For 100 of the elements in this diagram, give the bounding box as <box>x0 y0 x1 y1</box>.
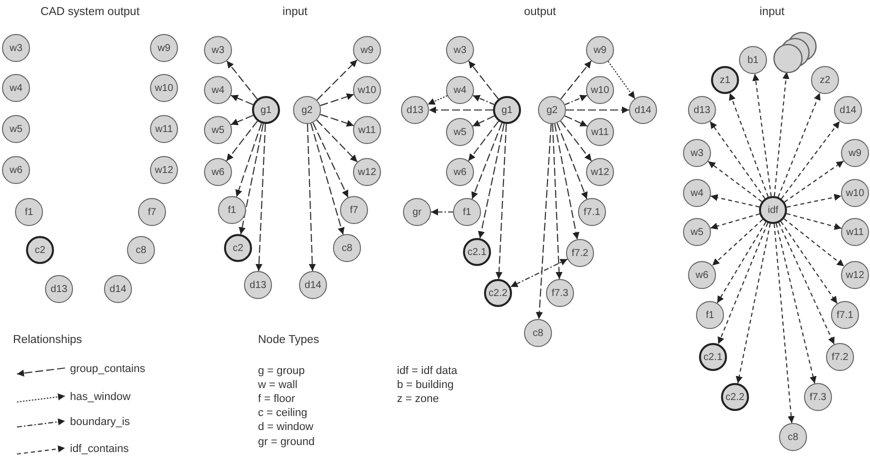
node-circle: f1 <box>218 196 246 224</box>
node-circle: f7.3 <box>546 279 574 307</box>
node-circle: w9 <box>841 139 869 167</box>
node-type-key: b = building <box>397 379 454 391</box>
node-circle: c2 <box>26 236 54 264</box>
group-contains-arrow <box>306 124 316 272</box>
group-contains-arrow <box>320 114 354 127</box>
node-circle: w3 <box>204 36 232 64</box>
node-circle: b1 <box>739 46 767 74</box>
node-circle: f1 <box>453 198 481 226</box>
node-circle: c2.2 <box>484 279 512 307</box>
group-contains-arrow <box>554 124 580 240</box>
node-circle: g2 <box>538 96 566 124</box>
group-contains-arrow <box>478 124 505 238</box>
idf-contains-arrow <box>774 72 790 196</box>
legend-text: group_contains <box>70 363 146 375</box>
group-contains-arrow <box>230 94 254 106</box>
node-circle: d14 <box>834 96 862 124</box>
group-contains-arrow <box>471 122 502 200</box>
node-circle: w4 <box>204 76 232 104</box>
node-circle: c8 <box>524 319 552 347</box>
idf-contains-arrow <box>780 221 838 304</box>
node-circle: w11 <box>353 116 381 144</box>
stacked-circles-node <box>773 31 818 74</box>
group-contains-arrow <box>496 124 507 280</box>
idf-contains-arrow <box>718 222 768 344</box>
group-contains-arrow <box>316 60 358 100</box>
node-circle: c8 <box>779 423 807 451</box>
idf-contains-arrow <box>710 121 766 199</box>
node-circle: f7 <box>138 198 166 226</box>
panel-title: input <box>760 6 784 18</box>
node-circle: w12 <box>586 158 614 186</box>
node-circle: w3 <box>446 36 474 64</box>
node-circle: f7.1 <box>831 301 859 329</box>
group-contains-arrow <box>560 60 592 100</box>
node-circle: w11 <box>841 218 869 246</box>
node-circle: w5 <box>2 115 30 143</box>
node-circle: d14 <box>629 96 657 124</box>
has-window-arrow <box>428 95 448 105</box>
node-type-key: c = ceiling <box>258 407 308 419</box>
group-contains-arrow <box>468 60 499 100</box>
node-circle: w3 <box>683 139 711 167</box>
node-circle: w4 <box>2 74 30 102</box>
node-circle: g1 <box>493 96 521 124</box>
node-circle: c2.1 <box>463 238 491 266</box>
node-circle: w10 <box>150 74 178 102</box>
node-type-key: f = floor <box>258 393 295 405</box>
node-circle: d13 <box>401 96 429 124</box>
node-circle: c2 <box>224 234 252 262</box>
idf-contains-arrow <box>786 194 842 208</box>
group-contains-arrow <box>472 115 495 127</box>
node-circle: w11 <box>586 118 614 146</box>
group-contains-arrow <box>310 123 345 235</box>
group-contains-arrow <box>556 122 588 200</box>
node-type-key: d = window <box>258 421 314 433</box>
group-contains-arrow <box>552 124 563 280</box>
group-contains-arrow <box>235 123 262 197</box>
node-circle: f7.1 <box>578 198 606 226</box>
node-type-key: idf = idf data <box>397 365 458 377</box>
panel-title: input <box>282 6 308 18</box>
legend-text: has_window <box>70 391 131 403</box>
idf-contains-arrow <box>774 224 795 424</box>
node-circle: f7.2 <box>826 343 854 371</box>
node-circle: idf <box>759 196 787 224</box>
node-circle: w5 <box>683 218 711 246</box>
node-circle: w12 <box>353 158 381 186</box>
group-contains-arrow <box>316 120 358 162</box>
idf-contains-arrow <box>736 224 771 384</box>
idf-contains-arrow <box>780 120 840 200</box>
boundary-is-arrow <box>564 94 588 106</box>
node-circle: gr <box>403 198 431 226</box>
group-contains-arrow <box>226 120 258 162</box>
idf-contains-arrow <box>716 222 766 304</box>
legend-text: boundary_is <box>70 416 130 428</box>
node-circle: w12 <box>841 261 869 289</box>
group-contains-arrow <box>536 124 552 320</box>
group-contains-arrow <box>566 106 629 114</box>
node-circle: w5 <box>204 116 232 144</box>
node-circle: w11 <box>150 115 178 143</box>
group-contains-arrow <box>312 122 349 198</box>
boundary-is-arrow <box>510 258 568 288</box>
node-circle: c2.1 <box>699 343 727 371</box>
legend-text: idf_contains <box>70 443 129 455</box>
node-type-key: w = wall <box>258 379 298 391</box>
legend-title: Relationships <box>13 334 82 346</box>
group-contains-arrow <box>226 60 258 100</box>
idf-contains-arrow <box>784 160 844 202</box>
group-contains-arrow <box>230 114 254 126</box>
node-circle: w9 <box>353 36 381 64</box>
node-circle: f1 <box>696 301 724 329</box>
node-circle: d13 <box>45 275 73 303</box>
group-contains-arrow <box>468 120 499 162</box>
group-contains-arrow <box>238 124 264 234</box>
node-circle: w3 <box>2 34 30 62</box>
legend-title: Node Types <box>258 334 320 346</box>
node-circle: z1 <box>711 66 739 94</box>
node-circle: f7.2 <box>566 239 594 267</box>
node-circle: w9 <box>586 36 614 64</box>
node-circle: w12 <box>150 156 178 184</box>
node-circle: w6 <box>446 158 474 186</box>
